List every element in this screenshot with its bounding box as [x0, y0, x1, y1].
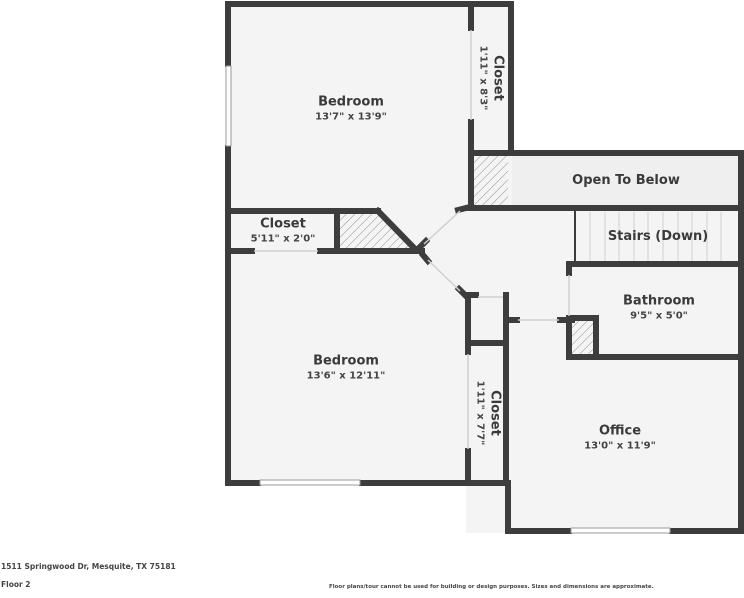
- windows: [225, 65, 671, 534]
- chase-hatch-3: [572, 321, 594, 354]
- room-name: Bathroom: [623, 293, 695, 309]
- walls: [225, 1, 744, 534]
- floor-areas: [228, 3, 742, 533]
- room-name: Closet: [260, 216, 306, 232]
- room-name: Bedroom: [318, 94, 384, 110]
- room-dimensions: 13'0" x 11'9": [584, 440, 656, 452]
- room-name: Office: [598, 423, 642, 439]
- room-closet-3: Closet 1'11" x 7'7": [474, 381, 503, 446]
- room-name: Stairs (Down): [607, 229, 709, 244]
- stairs-treads: [589, 212, 722, 261]
- door-openings: [254, 30, 570, 449]
- address-text: 1511 Springwood Dr, Mesquite, TX 75181: [1, 562, 176, 571]
- room-name: Closet: [490, 55, 506, 101]
- disclaimer-text: Floor plans/tour cannot be used for buil…: [329, 584, 654, 590]
- room-closet-2: Closet 5'11" x 2'0": [251, 217, 316, 246]
- window-office: [570, 527, 671, 534]
- room-dimensions: 9'5" x 5'0": [630, 310, 688, 322]
- room-bathroom: Bathroom 9'5" x 5'0": [623, 294, 695, 323]
- room-open-to-below: Open To Below: [572, 173, 680, 189]
- room-name: Closet: [487, 390, 503, 436]
- chase-hatch-1: [474, 155, 508, 205]
- window-bedroom-1: [225, 65, 232, 147]
- room-dimensions: 1'11" x 8'3": [477, 45, 489, 111]
- room-closet-1: Closet 1'11" x 8'3": [477, 46, 506, 111]
- room-dimensions: 5'11" x 2'0": [250, 233, 316, 245]
- window-bedroom-2: [259, 479, 361, 486]
- room-dimensions: 13'7" x 13'9": [315, 111, 387, 123]
- chase-hatch-2: [340, 213, 414, 248]
- room-bedroom-1: Bedroom 13'7" x 13'9": [315, 95, 387, 124]
- room-office: Office 13'0" x 11'9": [584, 424, 656, 453]
- room-name: Bedroom: [313, 353, 379, 369]
- floor-label: Floor 2: [1, 580, 31, 589]
- room-bedroom-2: Bedroom 13'6" x 12'11": [307, 354, 386, 383]
- open-to-below-area: [512, 155, 740, 207]
- room-dimensions: 1'11" x 7'7": [474, 380, 486, 446]
- room-name: Open To Below: [572, 173, 680, 188]
- room-dimensions: 13'6" x 12'11": [306, 370, 386, 382]
- room-stairs: Stairs (Down): [608, 229, 708, 245]
